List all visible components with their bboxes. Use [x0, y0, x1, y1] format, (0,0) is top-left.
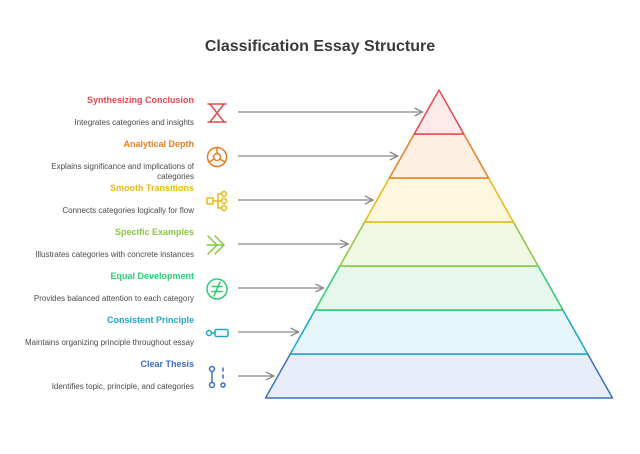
- flow-chart-icon: [206, 190, 228, 212]
- double-arrow-icon: [206, 235, 225, 255]
- connector-icon: [205, 328, 229, 338]
- pie-chart-icon: [206, 146, 228, 168]
- level-description: Identifies topic, principle, and categor…: [51, 382, 194, 391]
- level-title: Synthesizing Conclusion: [86, 95, 194, 105]
- level-title: Analytical Depth: [123, 139, 194, 149]
- pyramid-level-2: [388, 133, 490, 179]
- hourglass-icon: [207, 103, 227, 123]
- pyramid-level-7: [264, 353, 614, 399]
- level-description: Explains significance and implications o…: [51, 162, 194, 181]
- pyramid-level-4: [339, 221, 539, 267]
- level-title: Specific Examples: [114, 227, 194, 237]
- pyramid-level-3: [363, 177, 515, 223]
- level-description: Connects categories logically for flow: [62, 206, 194, 215]
- level-description: Integrates categories and insights: [74, 118, 194, 127]
- branch-icon: [208, 365, 226, 389]
- level-description: Maintains organizing principle throughou…: [25, 338, 194, 347]
- level-description: Provides balanced attention to each cate…: [33, 294, 194, 303]
- page-title: Classification Essay Structure: [204, 38, 436, 55]
- level-description: Illustrates categories with concrete ins…: [35, 250, 194, 259]
- level-title: Consistent Principle: [106, 315, 194, 325]
- pyramid-level-6: [289, 309, 589, 355]
- level-title: Clear Thesis: [140, 359, 194, 369]
- pyramid-level-1: [413, 89, 465, 135]
- level-title: Equal Development: [110, 271, 194, 281]
- not-equal-icon: [206, 278, 228, 300]
- pyramid-level-5: [314, 265, 564, 311]
- level-title: Smooth Transitions: [109, 183, 194, 193]
